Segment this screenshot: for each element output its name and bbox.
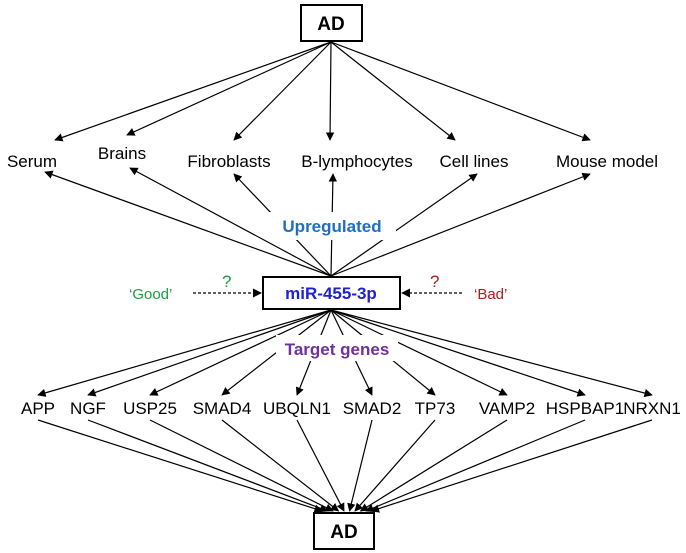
source-label: Fibroblasts <box>187 152 270 171</box>
top-ad-box <box>300 4 363 42</box>
gene-label: USP25 <box>123 399 177 418</box>
gene-to-ad-arrow <box>37 419 323 513</box>
source-labels: Serum Brains Fibroblasts B-lymphocytes Cell … <box>7 144 658 171</box>
mirna-to-gene-arrow <box>37 309 332 397</box>
gene-label: NRXN1 <box>623 399 681 418</box>
mirna-box <box>262 276 401 310</box>
gene-label: VAMP2 <box>479 399 535 418</box>
edge-layer <box>37 41 653 513</box>
gene-to-ad-arrow <box>87 419 329 513</box>
target-genes-backdrop <box>276 335 398 361</box>
gene-label: NGF <box>70 399 106 418</box>
source-label: Cell lines <box>440 152 509 171</box>
gene-to-ad-arrow <box>354 419 436 512</box>
mirna-to-source-arrow <box>330 172 591 277</box>
gene-label: SMAD2 <box>343 399 402 418</box>
bad-question-mark: ? <box>430 272 439 291</box>
ad-to-source-arrow <box>54 41 332 142</box>
gene-to-ad-arrow <box>221 419 340 512</box>
gene-labels: APP NGF USP25 SMAD4 UBQLN1 SMAD2 TP73 VAMP2 HSPB… <box>21 399 681 418</box>
mirna-to-source-arrow <box>330 173 478 277</box>
gene-to-ad-arrow <box>296 419 345 512</box>
mirna-to-gene-arrow <box>330 309 586 397</box>
top-ad-label: AD <box>317 14 344 35</box>
ad-to-source-arrow <box>330 41 456 141</box>
gene-to-ad-arrow <box>370 419 653 513</box>
mirna-to-gene-arrow <box>87 309 332 397</box>
gene-to-ad-arrow <box>149 419 334 512</box>
gene-to-ad-arrow <box>365 419 586 512</box>
gene-label: APP <box>21 399 55 418</box>
mirna-to-source-arrow <box>129 167 332 277</box>
upregulated-label: Upregulated <box>282 217 381 236</box>
mirna-label: miR-455-3p <box>285 284 377 303</box>
gene-label: SMAD4 <box>193 399 252 418</box>
bottom-ad-label: AD <box>330 522 357 543</box>
source-label: Mouse model <box>556 152 658 171</box>
ad-to-source-arrow <box>233 41 332 141</box>
mirna-to-source-arrow <box>44 170 332 277</box>
gene-to-ad-arrow <box>347 419 373 512</box>
source-label: Brains <box>98 144 146 163</box>
mirna-to-gene-arrow <box>330 309 653 398</box>
mirna-to-gene-arrow <box>149 309 332 396</box>
bottom-ad-box <box>313 512 375 550</box>
target-genes-label: Target genes <box>285 340 390 359</box>
bad-label: ‘Bad’ <box>474 286 507 303</box>
ad-to-source-arrow <box>126 41 332 136</box>
ad-to-source-arrow <box>325 41 335 141</box>
mirna-to-gene-arrow <box>330 309 508 396</box>
good-label: ‘Good’ <box>129 286 172 303</box>
gene-label: TP73 <box>415 399 456 418</box>
gene-label: UBQLN1 <box>263 399 331 418</box>
source-label: Serum <box>7 152 57 171</box>
upregulated-backdrop <box>268 212 396 240</box>
source-label: B-lymphocytes <box>301 152 412 171</box>
gene-label: HSPBAP1 <box>546 399 624 418</box>
gene-to-ad-arrow <box>359 419 508 512</box>
good-question-mark: ? <box>222 272 231 291</box>
ad-to-source-arrow <box>330 41 591 142</box>
